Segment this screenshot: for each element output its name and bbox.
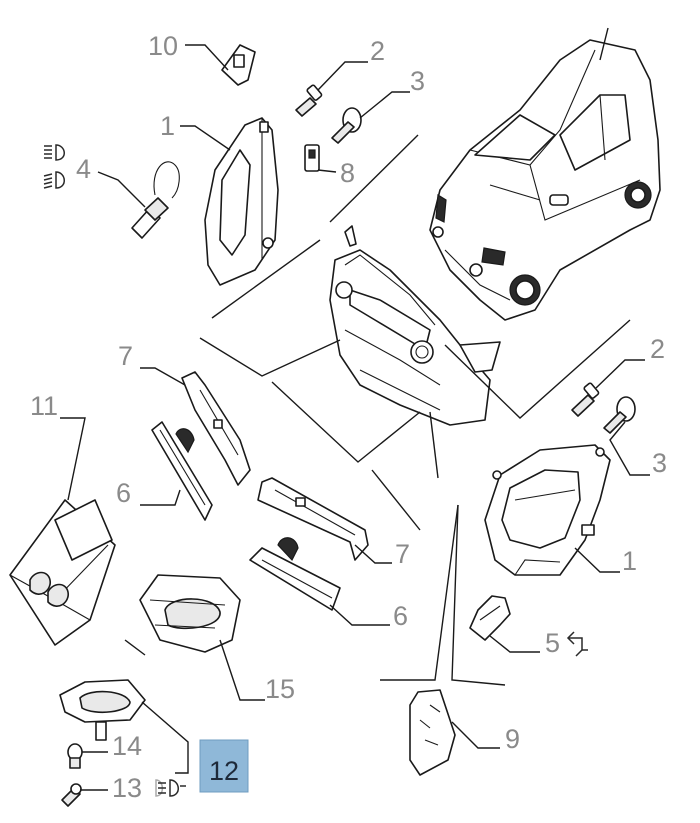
callout-3-right: 3 — [652, 448, 667, 478]
part-3-fastener-right — [603, 396, 636, 434]
callout-11: 11 — [30, 391, 58, 421]
callout-3-top: 3 — [410, 66, 425, 96]
part-9-mounting-plate — [409, 689, 456, 776]
part-4-bulb — [131, 161, 180, 239]
part-2-screw-right — [571, 382, 600, 417]
callout-13: 13 — [112, 773, 142, 803]
callout-5: 5 — [545, 628, 560, 658]
callout-2-top: 2 — [370, 36, 385, 66]
front-bumper-illustration — [329, 225, 501, 426]
callout-10: 10 — [148, 31, 178, 61]
callout-12-highlight[interactable] — [199, 739, 249, 793]
low-beam-symbol-icon — [43, 171, 65, 189]
callout-9: 9 — [505, 724, 520, 754]
callout-6-right: 6 — [393, 601, 408, 631]
part-11-bulb-kit — [9, 499, 116, 646]
part-5-bulb — [469, 595, 511, 641]
callout-1-top: 1 — [160, 111, 175, 141]
turn-signal-symbol-icon — [566, 631, 588, 657]
part-7-bracket-right — [257, 477, 369, 561]
vehicle-illustration — [429, 39, 661, 321]
part-10-label-tag — [221, 44, 256, 86]
high-beam-symbol-icon — [44, 144, 65, 161]
part-14-bulb-socket — [67, 743, 83, 769]
fog-light-symbol-icon — [158, 779, 186, 797]
callout-6-left: 6 — [116, 478, 131, 508]
part-1-headlamp-top — [204, 117, 279, 286]
callout-1-right: 1 — [622, 546, 637, 576]
callout-7-left: 7 — [118, 341, 133, 371]
callout-8: 8 — [340, 158, 355, 188]
part-7-bracket-left — [181, 371, 251, 486]
callout-2-right: 2 — [650, 334, 665, 364]
callout-4: 4 — [76, 154, 91, 184]
part-12-fog-lamp — [59, 679, 146, 741]
part-15-fog-bezel — [139, 574, 241, 653]
callout-15: 15 — [265, 674, 295, 704]
fog-light-symbol-faint-icon — [155, 779, 164, 797]
part-8-clip — [304, 144, 320, 172]
part-6-drl-right — [249, 537, 341, 611]
part-13-screw — [61, 783, 82, 807]
part-1-headlamp-right — [484, 444, 611, 576]
part-6-drl-left — [151, 421, 213, 521]
callout-7-right: 7 — [395, 539, 410, 569]
callout-14: 14 — [112, 731, 142, 761]
callout-12: 12 — [209, 756, 239, 786]
part-3-fastener-top — [331, 107, 362, 144]
part-2-screw-top — [295, 84, 323, 117]
